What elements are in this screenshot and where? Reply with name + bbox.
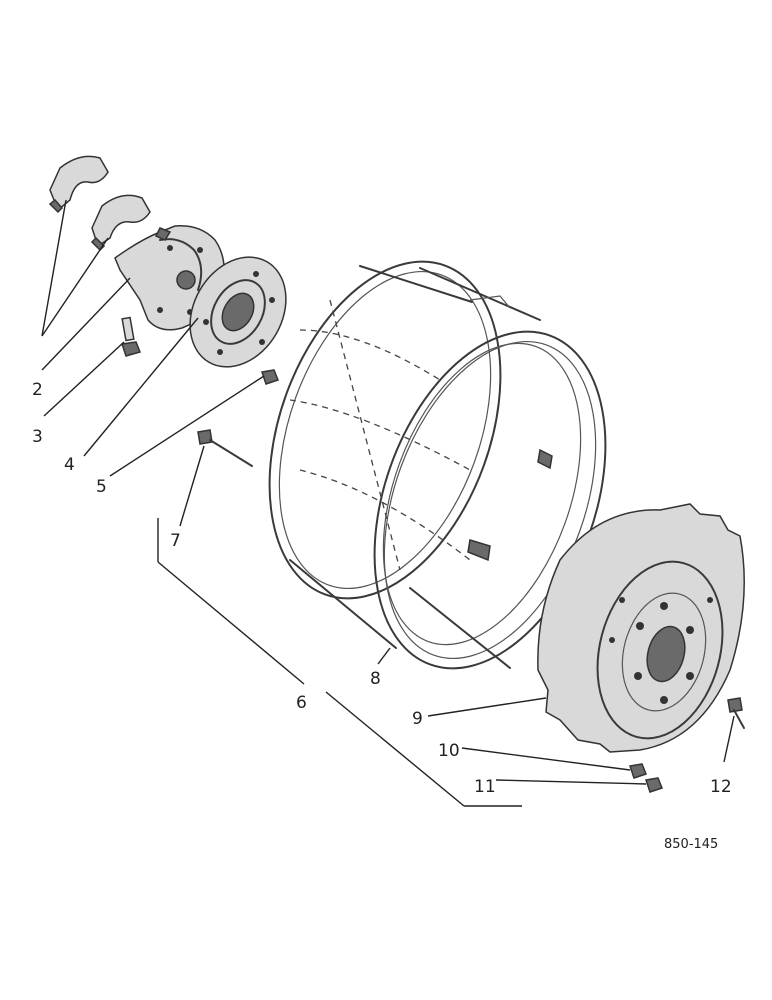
callout-3: 3 (32, 427, 43, 447)
bearing-flange (189, 256, 287, 368)
bolt-12 (727, 697, 745, 729)
callout-12: 12 (710, 777, 732, 797)
leader-lines (41, 199, 735, 807)
nut (261, 369, 279, 385)
callout-4: 4 (64, 455, 75, 475)
callout-6: 6 (296, 693, 307, 713)
callout-7: 7 (170, 531, 181, 551)
wheel-centre-disc (537, 503, 745, 753)
callout-11: 11 (474, 777, 496, 797)
callout-9: 9 (412, 709, 423, 729)
callout-8: 8 (370, 669, 381, 689)
callout-5: 5 (96, 477, 107, 497)
drawing-code: 850-145 (664, 837, 718, 852)
nut-10 (629, 763, 647, 779)
callout-10: 10 (438, 741, 460, 761)
clamp-half-upper (48, 155, 109, 214)
bolt-long (197, 429, 253, 467)
callout-2: 2 (32, 380, 43, 400)
clamp-half-lower (90, 194, 151, 252)
bolt-small (121, 316, 142, 357)
nut-11 (645, 777, 663, 793)
